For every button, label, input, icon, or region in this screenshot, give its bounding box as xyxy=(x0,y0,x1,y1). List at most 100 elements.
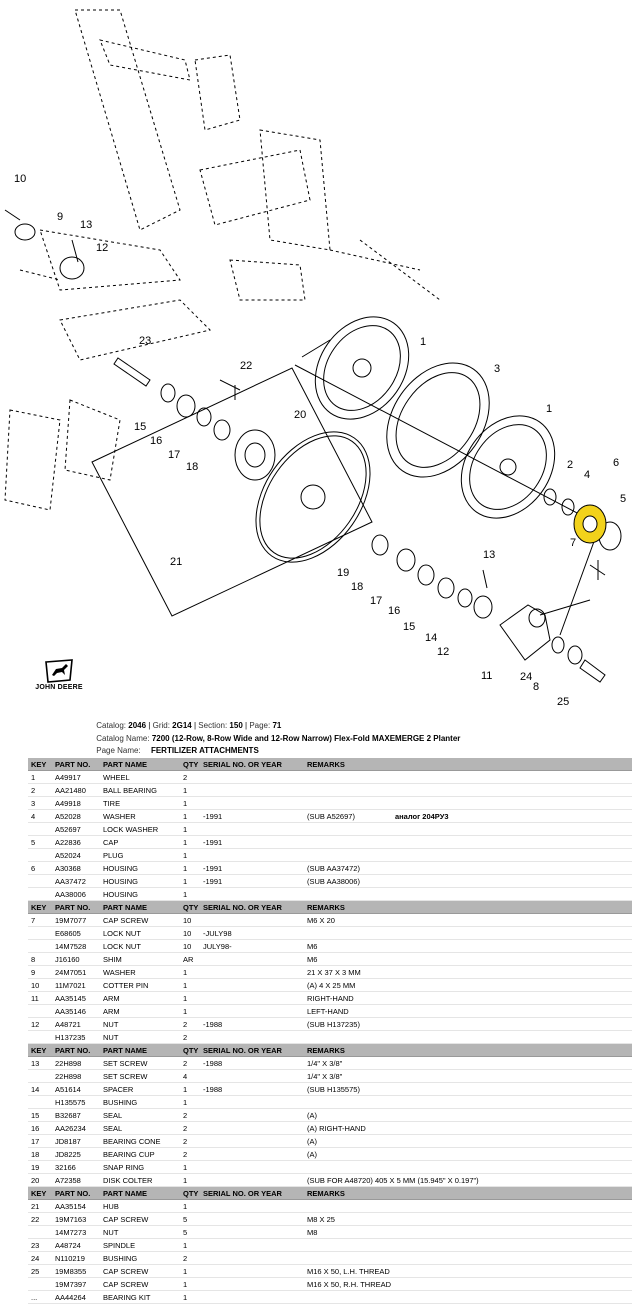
cell-name: LOCK WASHER xyxy=(100,822,180,836)
header-part-no: PART NO. xyxy=(52,1186,100,1200)
page-name-value: FERTILIZER ATTACHMENTS xyxy=(150,746,259,755)
cell-name: HOUSING xyxy=(100,874,180,888)
cell-name: BEARING CONE xyxy=(100,1134,180,1148)
cell-part: AA21480 xyxy=(52,783,100,797)
cell-qty: 1 xyxy=(180,809,200,823)
header-key: KEY xyxy=(28,1186,52,1200)
cell-name: LOCK NUT xyxy=(100,939,180,953)
cell-name: NUT xyxy=(100,1017,180,1031)
cell-remarks xyxy=(304,770,632,784)
cell-remarks xyxy=(304,887,632,901)
cell-key: 11 xyxy=(28,991,52,1005)
cell-key: 5 xyxy=(28,835,52,849)
cell-remarks: (A) xyxy=(304,1134,632,1148)
cell-serial xyxy=(200,1199,304,1213)
callout-17a: 17 xyxy=(168,449,180,461)
cell-remarks: (A) RIGHT-HAND xyxy=(304,1121,632,1135)
cell-name: BALL BEARING xyxy=(100,783,180,797)
cell-part: 22H898 xyxy=(52,1056,100,1070)
cell-key: 25 xyxy=(28,1264,52,1278)
callout-6: 6 xyxy=(613,457,619,469)
cell-key: 2 xyxy=(28,783,52,797)
cell-qty: 1 xyxy=(180,1160,200,1174)
cell-serial xyxy=(200,1173,304,1187)
cell-key: 14 xyxy=(28,1082,52,1096)
cell-qty: 2 xyxy=(180,1017,200,1031)
callout-2: 2 xyxy=(567,459,573,471)
cell-qty: 1 xyxy=(180,965,200,979)
cell-qty: 2 xyxy=(180,1030,200,1044)
cell-key: 22 xyxy=(28,1212,52,1226)
section-value: 150 xyxy=(229,721,243,730)
cell-name: SET SCREW xyxy=(100,1056,180,1070)
cell-part: AA38006 xyxy=(52,887,100,901)
callout-15b: 15 xyxy=(403,621,415,633)
cell-key xyxy=(28,1277,52,1291)
header-remarks: REMARKS xyxy=(304,1043,632,1057)
cell-serial xyxy=(200,1147,304,1161)
cell-qty: 2 xyxy=(180,1134,200,1148)
cell-serial: JULY98- xyxy=(200,939,304,953)
cell-part: 19M7077 xyxy=(52,913,100,927)
cell-serial xyxy=(200,1225,304,1239)
cell-name: WHEEL xyxy=(100,770,180,784)
cell-name: SHIM xyxy=(100,952,180,966)
callout-12b: 12 xyxy=(437,646,449,658)
cell-key: 16 xyxy=(28,1121,52,1135)
cell-qty: 1 xyxy=(180,783,200,797)
cell-name: SEAL xyxy=(100,1121,180,1135)
cell-part: B32687 xyxy=(52,1108,100,1122)
section-label: Section: xyxy=(198,721,228,730)
cell-key: 19 xyxy=(28,1160,52,1174)
cell-serial: -JULY98 xyxy=(200,926,304,940)
cell-part: 19M7163 xyxy=(52,1212,100,1226)
callout-24: 24 xyxy=(520,671,532,683)
cell-name: SPINDLE xyxy=(100,1238,180,1252)
cell-key: 15 xyxy=(28,1108,52,1122)
cell-qty: 2 xyxy=(180,1056,200,1070)
cell-serial: -1991 xyxy=(200,861,304,875)
cell-qty: 1 xyxy=(180,874,200,888)
cell-serial xyxy=(200,1095,304,1109)
callout-10: 10 xyxy=(14,173,26,185)
cell-qty: 5 xyxy=(180,1212,200,1226)
catalog-info-line: Catalog: 2046 | Grid: 2G14 | Section: 15… xyxy=(96,721,282,730)
cell-qty: 1 xyxy=(180,1264,200,1278)
callout-9: 9 xyxy=(57,211,63,223)
cell-part: 24M7051 xyxy=(52,965,100,979)
cell-name: PLUG xyxy=(100,848,180,862)
cell-key: 13 xyxy=(28,1056,52,1070)
cell-part: 19M7397 xyxy=(52,1277,100,1291)
callout-13b: 13 xyxy=(483,549,495,561)
cell-name: NUT xyxy=(100,1225,180,1239)
cell-remarks: RIGHT-HAND xyxy=(304,991,632,1005)
cell-qty: 1 xyxy=(180,887,200,901)
header-serial: SERIAL NO. OR YEAR xyxy=(200,1186,304,1200)
cell-qty: 1 xyxy=(180,1082,200,1096)
cell-remarks: 21 X 37 X 3 MM xyxy=(304,965,632,979)
cell-remarks: M6 X 20 xyxy=(304,913,632,927)
cell-name: BUSHING xyxy=(100,1095,180,1109)
cell-serial xyxy=(200,783,304,797)
cell-key xyxy=(28,1030,52,1044)
cell-serial xyxy=(200,1277,304,1291)
cell-part: AA35154 xyxy=(52,1199,100,1213)
callout-5: 5 xyxy=(620,493,626,505)
cell-remarks: 1/4" X 3/8" xyxy=(304,1056,632,1070)
cell-serial: -1991 xyxy=(200,874,304,888)
header-qty: QTY xyxy=(180,900,200,914)
cell-part: AA44264 xyxy=(52,1290,100,1304)
cell-remarks xyxy=(304,822,632,836)
cell-serial xyxy=(200,952,304,966)
cell-serial: -1991 xyxy=(200,835,304,849)
cell-serial xyxy=(200,1212,304,1226)
